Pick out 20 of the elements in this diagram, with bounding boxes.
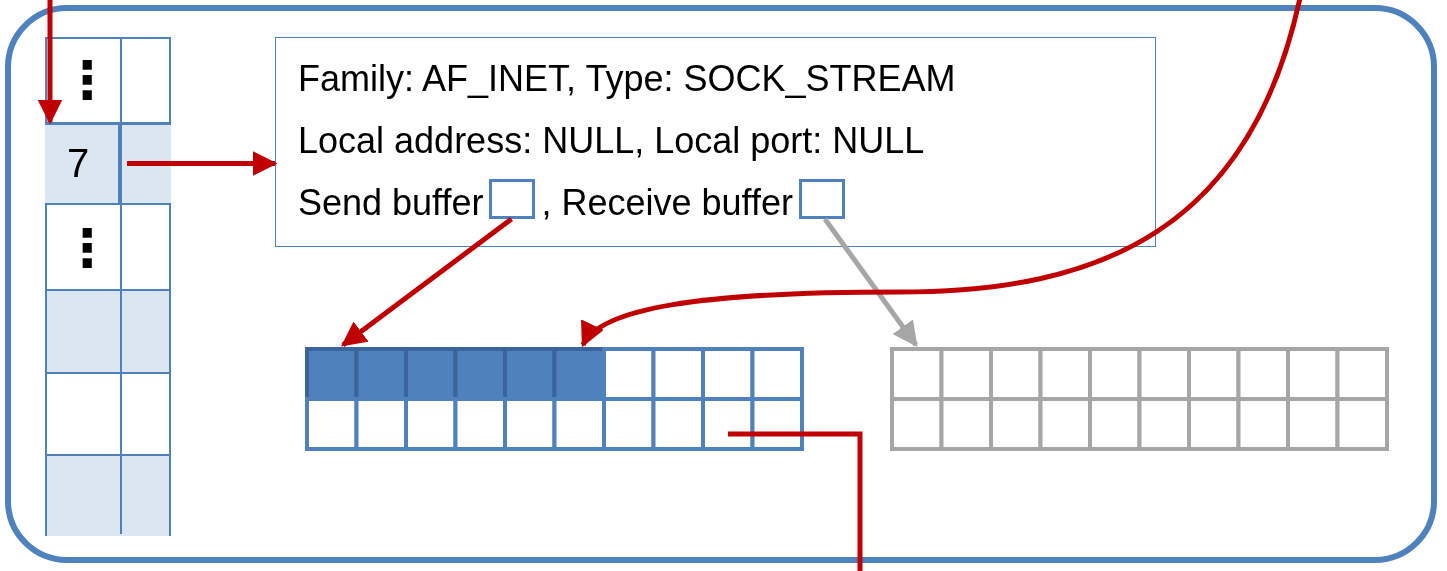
ellipsis-mark: ⋮ xyxy=(61,49,113,112)
arrow xyxy=(822,217,919,348)
receive-buffer-grid xyxy=(890,347,1389,451)
field-text: , Receive buffer xyxy=(541,182,793,223)
outer-boundary-box xyxy=(5,5,1437,563)
descriptor-table xyxy=(45,37,171,536)
send-buffer-grid xyxy=(305,347,804,451)
table-row xyxy=(45,122,171,205)
arrow xyxy=(580,0,1303,348)
arrow xyxy=(127,151,278,176)
descriptor-number: 7 xyxy=(67,140,90,187)
ellipsis-mark: ⋮ xyxy=(61,217,113,280)
arrow xyxy=(341,217,513,347)
field-text: Local address: NULL, Local port: NULL xyxy=(298,120,925,161)
pointer-box xyxy=(489,179,536,219)
socket-structure-box xyxy=(275,37,1156,247)
pointer-box xyxy=(798,179,845,219)
arrow xyxy=(37,0,63,125)
field-text: Send buffer xyxy=(298,182,484,223)
field-text: Family: AF_INET, Type: SOCK_STREAM xyxy=(298,58,956,99)
